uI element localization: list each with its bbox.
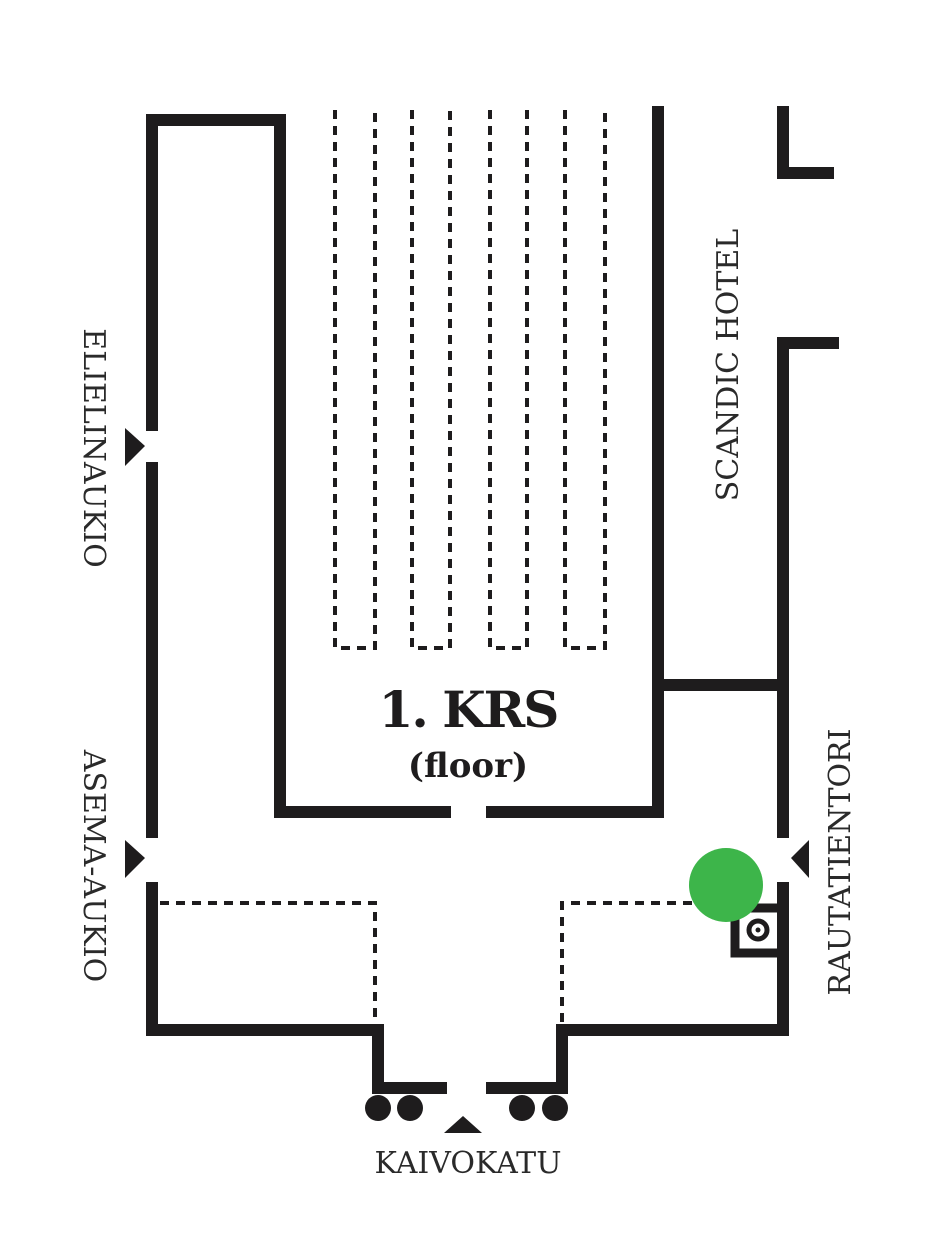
dashed-rooms <box>160 901 692 1022</box>
elevator-icon <box>730 903 788 958</box>
parking-rows <box>333 110 607 650</box>
street-rautatientori: RAUTATIENTORI <box>823 729 858 996</box>
street-elielinaukio: ELIELINAUKIO <box>76 328 111 567</box>
wheel-icons <box>365 1095 568 1121</box>
location-marker-icon[interactable] <box>689 848 763 922</box>
floor-label: 1. KRS <box>379 680 558 739</box>
street-kaivokatu: KAIVOKATU <box>375 1146 562 1181</box>
entrance-arrow-icon <box>125 428 145 466</box>
entrance-arrow-icon <box>791 840 809 878</box>
street-asema-aukio: ASEMA-AUKIO <box>76 749 111 982</box>
walls <box>146 106 839 1094</box>
entrance-arrow-icon <box>444 1116 482 1133</box>
street-scandic-hotel: SCANDIC HOTEL <box>711 229 746 501</box>
entrance-arrow-icon <box>125 840 145 878</box>
floor-sublabel: (floor) <box>408 746 528 786</box>
